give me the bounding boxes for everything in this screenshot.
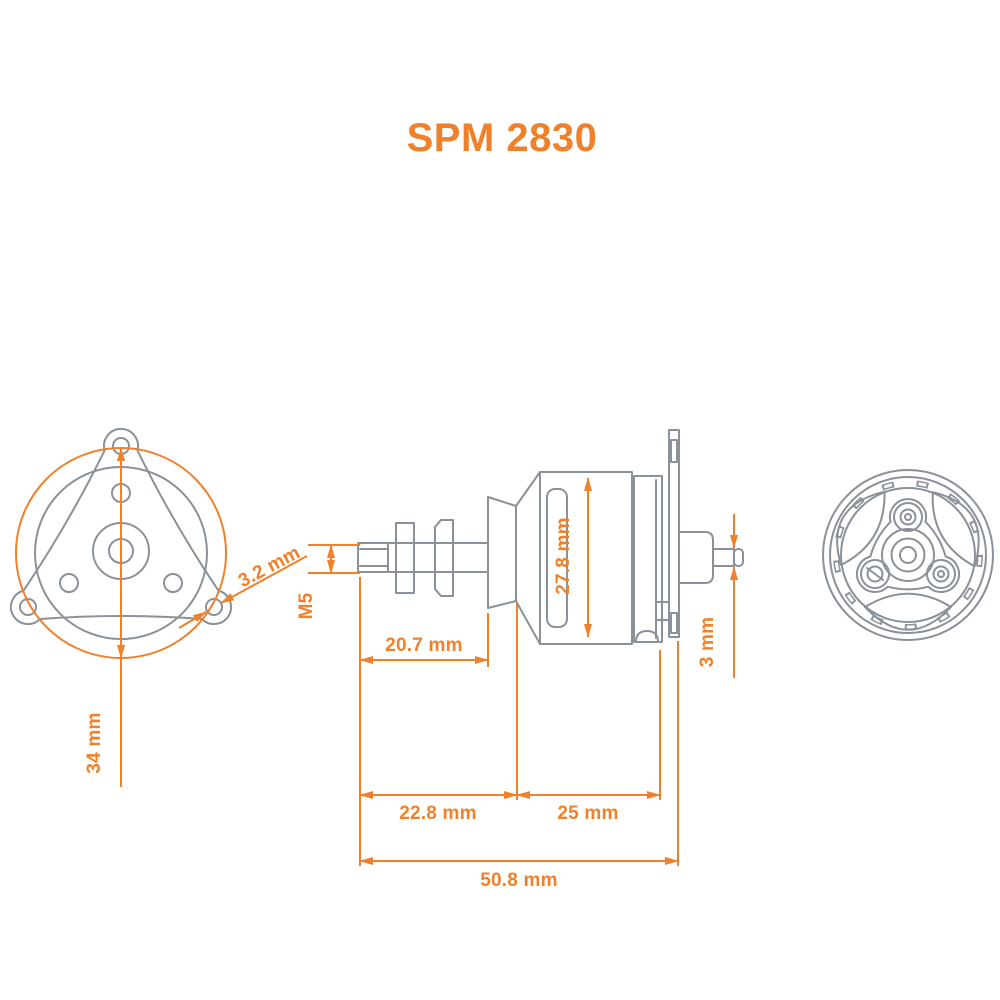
- dim-label-overall-length: 50.8 mm: [480, 870, 557, 891]
- page-title: SPM 2830: [407, 116, 598, 160]
- dim-label-can-length: 25 mm: [557, 803, 618, 824]
- dim-label-rear-shaft: 3 mm: [697, 617, 718, 667]
- rear-view-drawing: [822, 469, 994, 641]
- dim-label-front-section: 22.8 mm: [399, 803, 476, 824]
- side-view-drawing: [357, 429, 744, 645]
- side-view-dimensions: M5 20.7 mm 27.8 mm 3 mm 22.8 mm 25 mm 50…: [296, 477, 738, 891]
- dim-label-front-diameter: 34 mm: [84, 712, 105, 773]
- dim-label-can-diameter: 27.8 mm: [553, 517, 574, 594]
- dim-label-shaft-thread: M5: [296, 592, 317, 619]
- dim-label-shaft-length: 20.7 mm: [385, 635, 462, 656]
- dim-label-mount-hole: 3.2 mm: [235, 542, 304, 592]
